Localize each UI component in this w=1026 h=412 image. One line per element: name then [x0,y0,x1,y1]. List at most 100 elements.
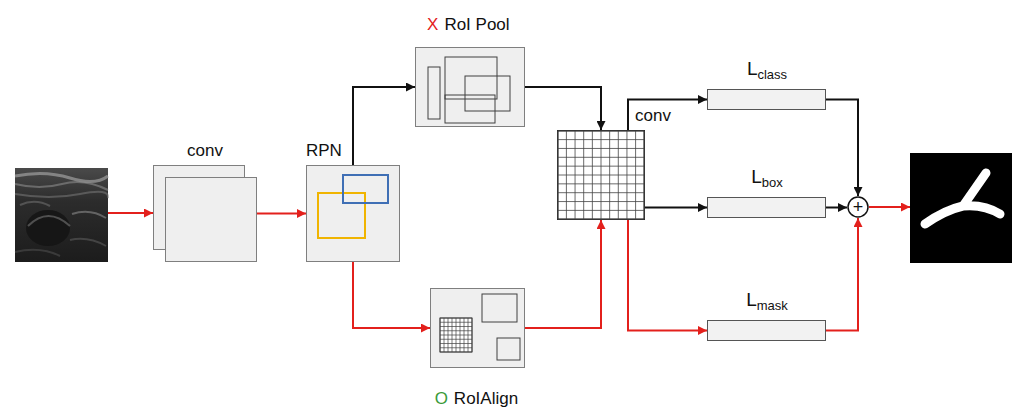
box-drawing [626,131,627,220]
box-drawing [497,338,520,360]
box-drawing [445,57,497,99]
node-heading: conv [187,141,223,161]
flow-arrow [826,218,858,331]
box-drawing [482,294,517,322]
box-drawing [468,318,469,352]
box-drawing [416,48,525,127]
loss-bar: Lbox [707,197,826,218]
box-drawing [166,178,257,262]
box-drawing [440,335,472,336]
box-shape [415,47,525,127]
conv-block: conv [153,165,257,262]
status-mark: O [435,389,448,409]
box-label: conv [187,141,223,160]
loss-subscript: mask [757,298,788,313]
illustration-part [15,182,108,190]
rpn-box: RPN [306,165,400,262]
illustration-part [15,192,108,198]
illustration-part [15,173,108,181]
node-heading: Lmask [746,290,788,312]
illustration-part [20,202,50,206]
box-shape [430,288,525,368]
flow-arrow [525,87,601,130]
node-heading: conv [635,106,671,126]
box-shape [153,165,257,262]
box-label: RPN [306,141,342,160]
box-drawing [848,197,868,217]
box-drawing [318,193,365,238]
box-shape [707,320,826,341]
flow-arrow [257,213,306,215]
box-drawing [618,131,619,220]
node-heading: RoIAlign [454,389,518,409]
mask-output-image [910,153,1012,263]
flow-arrow [645,207,707,209]
node-heading: RoI Pool [444,15,509,35]
box-drawing [465,76,510,111]
node-heading: Lbox [751,167,783,189]
output-arrow [869,206,910,208]
box-shape [557,130,645,220]
box-drawing [708,90,826,110]
box-drawing [464,318,465,352]
box-drawing [558,183,645,184]
box-drawing [440,339,472,340]
box-label: conv [635,106,671,125]
flow-arrow [353,87,415,165]
flow-arrow [353,262,430,328]
box-drawing [440,352,472,353]
loss-subscript: class [757,67,787,82]
roi-align-box: RoIAlign [430,288,525,368]
illustration-part [70,239,106,246]
illustration-part [28,216,70,226]
flow-arrow [525,220,601,328]
box-shape [707,89,826,110]
illustration-part [72,212,106,218]
illustration-part [15,250,60,256]
box-label: + [853,198,864,216]
box-drawing [558,131,645,220]
loss-subscript: box [762,175,783,190]
box-drawing [307,166,400,262]
box-drawing [428,67,440,119]
flow-arrow [628,220,707,331]
box-drawing [440,347,472,348]
box-label: RoI Pool [444,15,509,34]
loss-bar: Lclass [707,89,826,110]
box-drawing [445,95,495,123]
box-drawing [460,318,461,352]
box-drawing [558,201,645,202]
loss-symbol: L [747,58,758,79]
box-drawing [343,175,388,203]
status-mark: X [427,15,438,35]
box-drawing [558,219,645,220]
box-drawing [708,321,826,341]
conv-feature-grid: conv [557,130,645,220]
box-drawing [440,343,472,344]
box-label: RoIAlign [454,389,518,408]
box-drawing [708,198,826,218]
box-drawing [558,192,645,193]
illustration-part [925,173,1000,224]
illustration-part [910,153,1012,263]
roi-pool-box: RoI Pool [415,47,525,127]
illustration-part [26,210,70,246]
box-drawing [440,318,472,352]
loss-symbol: L [751,166,762,187]
input-arrow [108,212,153,214]
box-drawing [558,175,645,176]
flow-arrow [826,207,847,209]
flow-arrow [826,100,858,197]
box-drawing [472,318,473,352]
box-drawing [644,131,645,220]
node-heading: Lclass [747,59,787,81]
box-shape [306,165,400,262]
box-drawing [609,131,610,220]
box-drawing [558,210,645,211]
box-shape [707,197,826,218]
loss-bar: Lmask [707,320,826,341]
box-drawing [431,289,525,368]
box-drawing [635,131,636,220]
loss-symbol: L [746,289,757,310]
